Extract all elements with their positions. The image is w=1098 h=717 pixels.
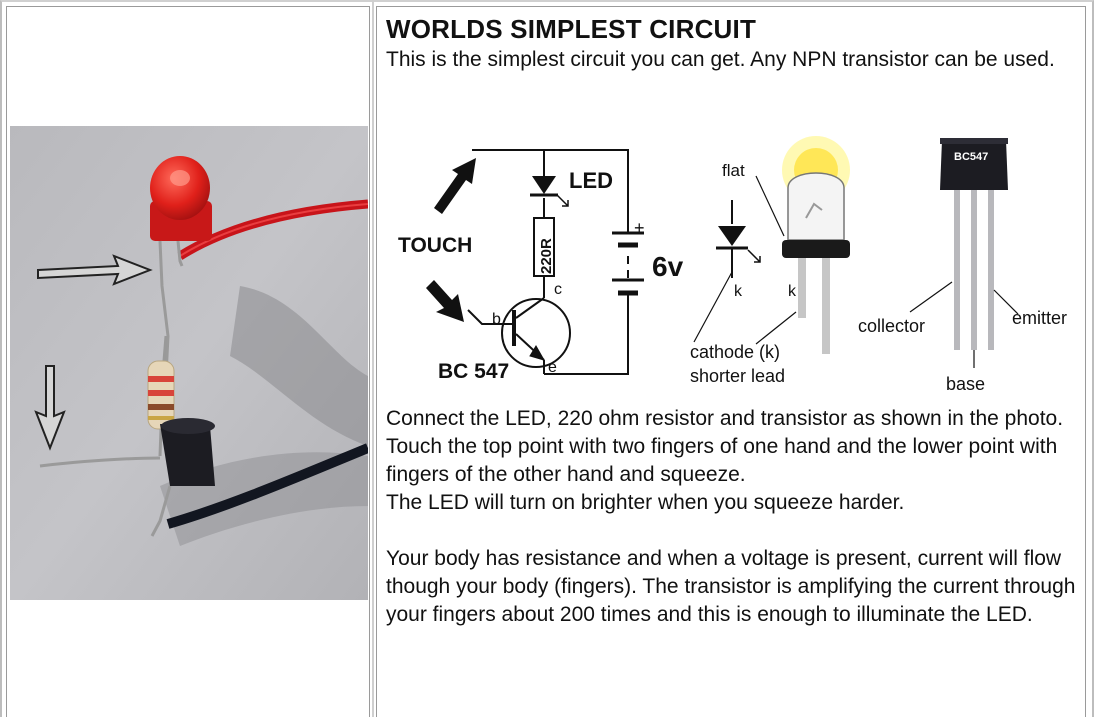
- led-detail: [693, 136, 850, 354]
- resistor-label: 220R: [538, 238, 555, 274]
- transistor-label: BC 547: [438, 360, 509, 383]
- column-separator: [372, 0, 374, 717]
- touch-arrow-bottom-icon: [426, 280, 464, 322]
- paragraph-brighter: The LED will turn on brighter when you s…: [386, 491, 905, 514]
- paragraph-fingers: fingers of the other hand and squeeze.: [386, 463, 746, 486]
- led-symbol: [530, 176, 569, 207]
- circuit-diagram: LED TOUCH 220R + 6v BC 547 b c e flat k: [386, 128, 1076, 398]
- page-title: WORLDS SIMPLEST CIRCUIT: [386, 14, 757, 44]
- pin-e-label: e: [548, 359, 557, 376]
- resistor-symbol: [533, 217, 555, 277]
- base-label: base: [946, 374, 985, 394]
- emitter-label: emitter: [1012, 308, 1067, 328]
- schematic-wires: [467, 149, 629, 375]
- battery-plus-label: +: [634, 218, 645, 238]
- cathode-k-label-2: k: [788, 283, 797, 300]
- voltage-label: 6v: [652, 251, 684, 282]
- transistor-symbol: [501, 297, 571, 374]
- paragraph-connect: Connect the LED, 220 ohm resistor and tr…: [386, 407, 1064, 430]
- pin-c-label: c: [554, 281, 562, 298]
- led-label: LED: [569, 168, 613, 193]
- transistor-package: [909, 138, 1019, 368]
- left-cell: [6, 6, 370, 717]
- paragraph-explanation: Your body has resistance and when a volt…: [386, 547, 1076, 626]
- paragraph-gap: [386, 517, 1086, 545]
- transistor-marking: BC547: [954, 151, 988, 163]
- collector-label: collector: [858, 316, 925, 336]
- paragraph-touch: Touch the top point with two fingers of …: [386, 435, 1058, 458]
- cathode-k-label-1: k: [734, 283, 743, 300]
- touch-arrow-top-icon: [434, 158, 476, 214]
- intro-text: This is the simplest circuit you can get…: [386, 48, 1055, 71]
- touch-label: TOUCH: [398, 234, 472, 257]
- pin-b-label: b: [492, 311, 501, 328]
- battery-symbol: [612, 231, 644, 296]
- cathode-label: cathode (k): [690, 342, 780, 362]
- right-cell: [376, 6, 1086, 717]
- flat-label: flat: [722, 161, 745, 180]
- circuit-photo: [10, 126, 368, 600]
- shorter-lead-label: shorter lead: [690, 366, 785, 386]
- instructions: Connect the LED, 220 ohm resistor and tr…: [386, 405, 1086, 629]
